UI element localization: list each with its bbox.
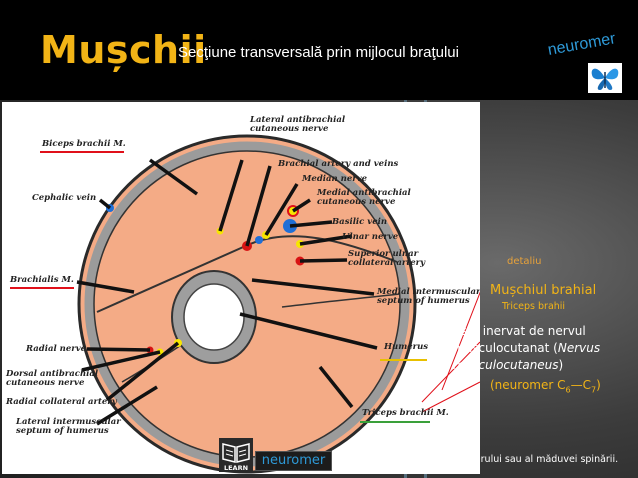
detail-label: detaliu: [507, 256, 542, 267]
label-brachialis: Brachialis M.: [10, 275, 74, 285]
neuromer-button[interactable]: neuromer: [255, 451, 332, 471]
neuromer-suffix: ): [596, 378, 601, 392]
page-subtitle: Secţiune transversală prin mijlocul braţ…: [178, 44, 459, 61]
neuromer-definition: = segment embrionar al creierului sau al…: [338, 454, 619, 465]
label-triceps-brachii: Triceps brachii M.: [362, 408, 449, 418]
pointer-line: [421, 381, 480, 413]
humerus-marrow: [183, 283, 245, 351]
label-radial-collateral-artery: Radial collateral artery: [6, 397, 117, 407]
brachial-vein-mark: [255, 236, 263, 244]
neuromer-note: (neuromer C6—C7): [490, 378, 601, 394]
neuromer-sep: —C: [570, 378, 591, 392]
label-cephalic-vein: Cephalic vein: [32, 193, 97, 203]
learn-label: LEARN: [224, 464, 248, 472]
neuromer-prefix: (neuromer C: [490, 378, 566, 392]
leader-lines: [76, 158, 378, 426]
cross-section-drawing: [10, 134, 480, 474]
description-text: ): [558, 358, 564, 372]
neuromer-logo-text[interactable]: neuromer: [546, 30, 617, 59]
label-basilic-vein: Basilic vein: [332, 217, 388, 227]
label-ulnar-nerve: Ulnar nerve: [342, 232, 399, 242]
septum-line: [281, 293, 401, 308]
muscle-name: Mușchiul brahial: [490, 283, 597, 298]
latin-name: Nervus musculocutaneus: [453, 341, 601, 372]
pointer-line: [421, 341, 480, 403]
description-text: Este inervat de nervul musculocutanat (: [453, 324, 586, 355]
label-brachial-artery: Brachial artery and veins: [278, 159, 399, 169]
neuromer-sub: 7: [590, 385, 597, 395]
label-biceps-brachii: Biceps brachii M.: [42, 139, 126, 149]
title-bar: Mușchii Secţiune transversală prin mijlo…: [0, 0, 638, 100]
pointer-line: [441, 291, 480, 391]
neuromer-sub: 6: [565, 385, 571, 395]
triceps-name: Triceps brahii: [502, 301, 566, 312]
label-humerus: Humerus: [384, 342, 429, 352]
label-radial-nerve: Radial nerve: [26, 344, 87, 354]
label-median-nerve: Median nerve: [302, 174, 368, 184]
butterfly-logo-icon[interactable]: [588, 63, 622, 93]
innervation-description: Este inervat de nervul musculocutanat (N…: [453, 323, 638, 374]
page-title: Mușchii: [40, 28, 207, 72]
learn-book-icon[interactable]: LEARN: [219, 438, 253, 472]
